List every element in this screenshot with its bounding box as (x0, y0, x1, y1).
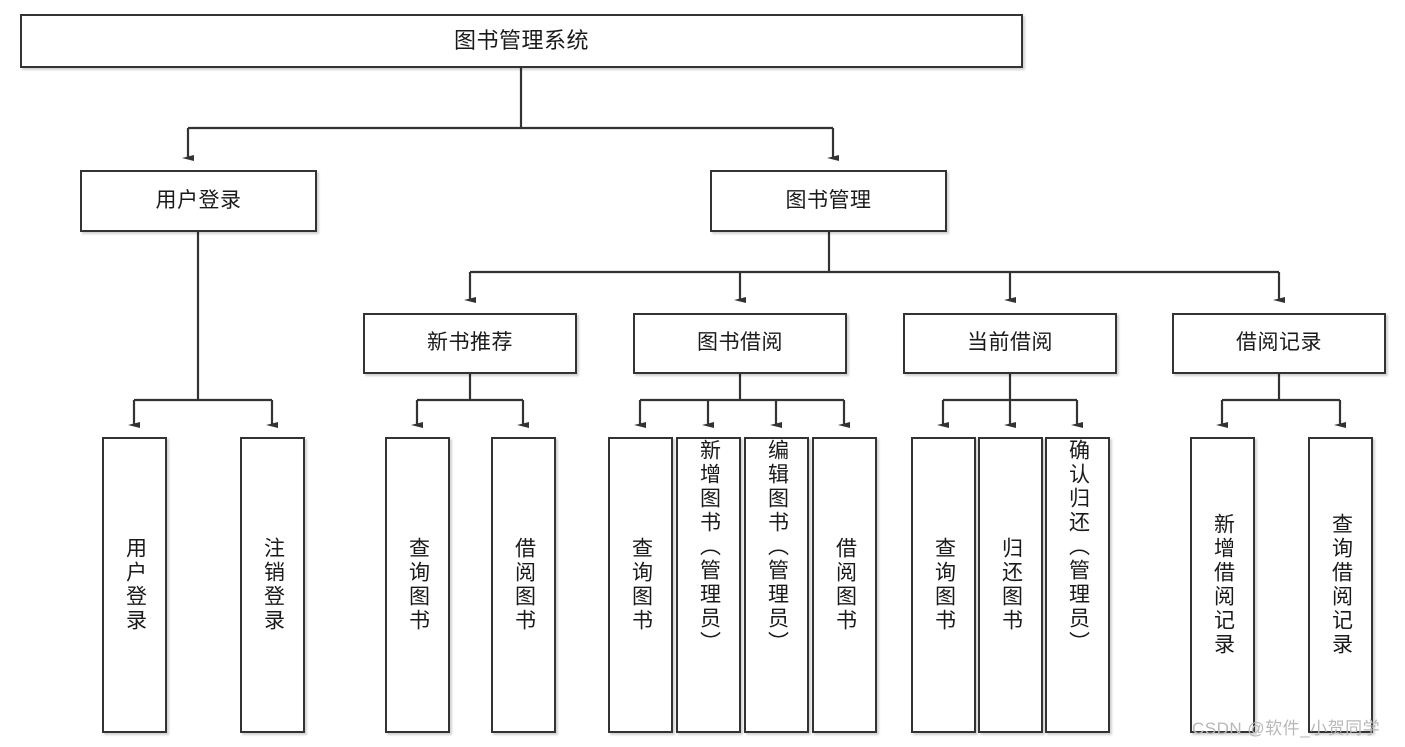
node-label: 查询图书 (629, 537, 653, 633)
node-label: 用户登录 (155, 188, 242, 212)
node-new-book-rec[interactable]: 新书推荐 (363, 313, 577, 374)
node-root-system[interactable]: 图书管理系统 (20, 14, 1023, 68)
node-label: 查询图书 (932, 537, 956, 633)
node-label: 图书借阅 (697, 331, 783, 355)
node-book-manage[interactable]: 图书管理 (710, 170, 947, 232)
node-label: 归还图书 (999, 537, 1023, 633)
node-user-login[interactable]: 用户登录 (80, 170, 317, 232)
node-borrow-record[interactable]: 借阅记录 (1172, 313, 1386, 374)
leaf-current-query-book[interactable]: 查询图书 (911, 437, 976, 733)
node-current-borrow[interactable]: 当前借阅 (903, 313, 1117, 374)
leaf-borrow-add-book[interactable]: 新增图书（管理员） (676, 437, 741, 733)
node-label: 当前借阅 (967, 331, 1053, 355)
node-label: 用户登录 (123, 537, 147, 633)
leaf-current-return-book[interactable]: 归还图书 (978, 437, 1043, 733)
leaf-user-logout[interactable]: 注销登录 (240, 437, 305, 733)
node-label: 借阅记录 (1236, 331, 1322, 355)
leaf-record-query[interactable]: 查询借阅记录 (1308, 437, 1373, 733)
node-label: 新增借阅记录 (1211, 513, 1235, 657)
node-label: 查询图书 (406, 537, 430, 633)
node-label: 查询借阅记录 (1329, 513, 1353, 657)
node-label: 新增图书（管理员） (697, 439, 721, 655)
node-label: 借阅图书 (833, 537, 857, 633)
node-label: 图书管理系统 (453, 28, 589, 54)
node-label: 确认归还（管理员） (1066, 439, 1090, 655)
leaf-rec-query-book[interactable]: 查询图书 (385, 437, 450, 733)
node-label: 注销登录 (261, 537, 285, 633)
leaf-current-confirm-return[interactable]: 确认归还（管理员） (1045, 437, 1110, 733)
leaf-user-login[interactable]: 用户登录 (102, 437, 167, 733)
node-label: 新书推荐 (427, 331, 513, 355)
leaf-borrow-edit-book[interactable]: 编辑图书（管理员） (744, 437, 809, 733)
node-book-borrow[interactable]: 图书借阅 (633, 313, 847, 374)
leaf-borrow-lend-book[interactable]: 借阅图书 (812, 437, 877, 733)
leaf-rec-borrow-book[interactable]: 借阅图书 (491, 437, 556, 733)
node-label: 图书管理 (785, 188, 872, 212)
csdn-watermark: CSDN @软件_小贺同学 (1192, 719, 1381, 738)
leaf-borrow-query-book[interactable]: 查询图书 (608, 437, 673, 733)
node-label: 编辑图书（管理员） (765, 439, 789, 655)
node-label: 借阅图书 (512, 537, 536, 633)
leaf-record-add[interactable]: 新增借阅记录 (1190, 437, 1255, 733)
